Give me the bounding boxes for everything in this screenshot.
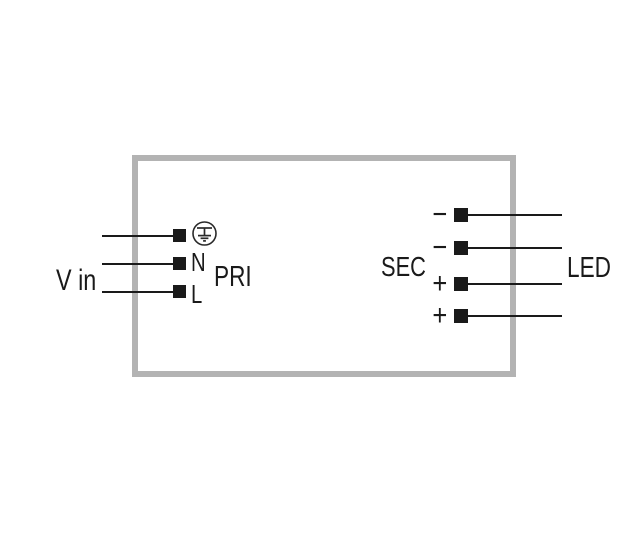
polarity-sign-minus-2: − (427, 233, 453, 263)
polarity-sign-minus-2-text: − (432, 231, 448, 264)
output-load-label: LED (567, 254, 623, 283)
input-wire-neutral (102, 263, 176, 265)
device-outline-box (132, 155, 516, 377)
output-terminal-square-1 (454, 208, 468, 222)
line-terminal-square (173, 285, 186, 298)
polarity-sign-plus-1: + (427, 269, 453, 299)
output-wire-2 (466, 247, 562, 249)
line-terminal-label-text: L (191, 279, 203, 309)
primary-section-label-text: PRI (214, 261, 252, 293)
output-terminal-square-3 (454, 277, 468, 291)
earth-terminal-square (173, 229, 186, 242)
input-voltage-label-text: V in (56, 264, 97, 297)
primary-section-label: PRI (214, 263, 262, 292)
polarity-sign-plus-2: + (427, 301, 453, 331)
line-terminal-label: L (191, 281, 205, 307)
polarity-sign-plus-2-text: + (432, 299, 448, 332)
output-wire-3 (466, 283, 562, 285)
neutral-terminal-label-text: N (191, 247, 206, 277)
polarity-sign-minus-1-text: − (432, 198, 448, 231)
neutral-terminal-label: N (191, 249, 210, 275)
output-wire-1 (466, 214, 562, 216)
output-load-label-text: LED (567, 252, 612, 284)
input-voltage-label: V in (56, 266, 108, 296)
secondary-section-label: SEC (381, 253, 439, 281)
polarity-sign-minus-1: − (427, 200, 453, 230)
output-terminal-square-2 (454, 241, 468, 255)
polarity-sign-plus-1-text: + (432, 267, 448, 300)
secondary-section-label-text: SEC (381, 251, 426, 282)
neutral-terminal-square (173, 257, 186, 270)
input-wire-line (102, 291, 176, 293)
protective-earth-icon (192, 221, 217, 246)
output-terminal-square-4 (454, 309, 468, 323)
input-wire-earth (102, 235, 176, 237)
output-wire-4 (466, 315, 562, 317)
